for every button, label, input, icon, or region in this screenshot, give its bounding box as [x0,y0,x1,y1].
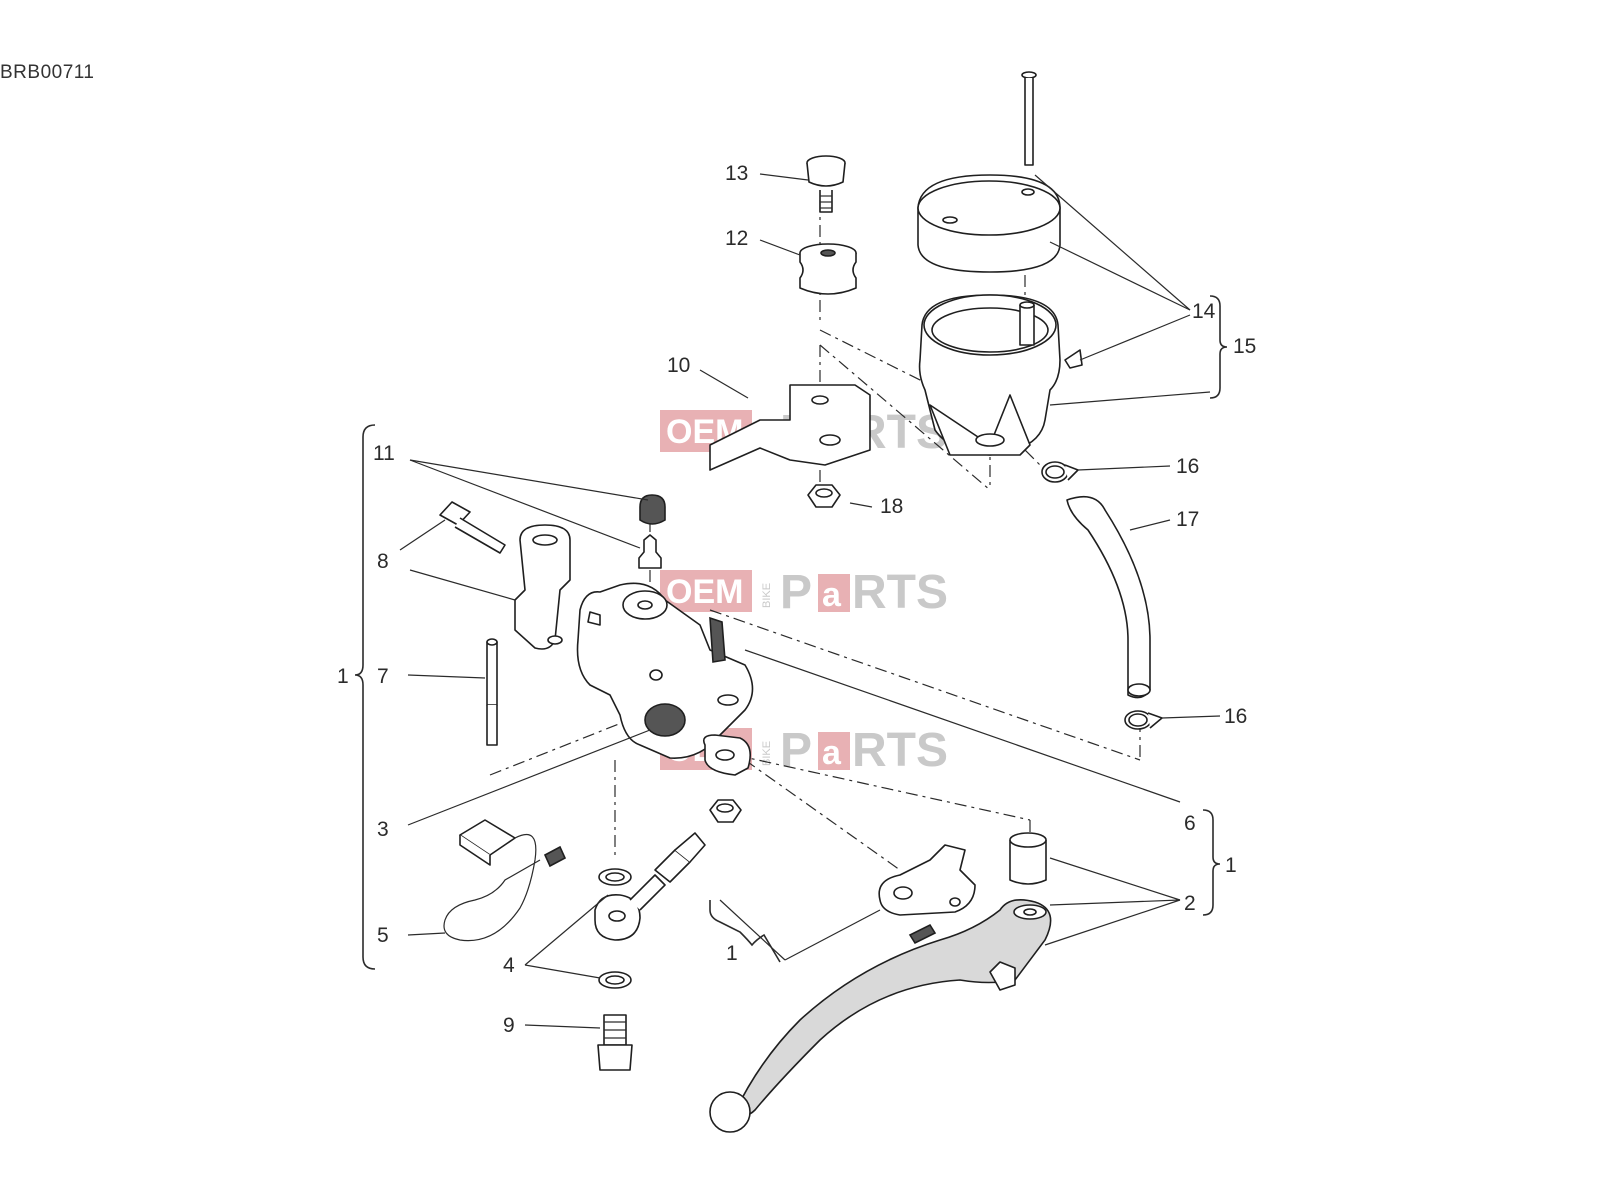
document-code: BRB00711 [0,62,95,83]
brace-15 [1209,295,1228,399]
brake-lever [709,899,1052,1133]
callout-3: 3 [377,818,389,841]
callout-1-lever: 1 [1225,854,1237,877]
spacer-2 [1009,832,1047,885]
brace-assembly-1 [354,424,376,970]
copper-washer-4-top [598,868,632,886]
callout-16-top: 16 [1176,455,1199,478]
callout-7: 7 [377,665,389,688]
callout-2: 2 [1184,892,1196,915]
svg-text:a: a [822,576,842,614]
callout-10: 10 [667,354,690,377]
leader-lines [399,173,1221,1029]
svg-text:RTS: RTS [852,724,948,777]
callout-13: 13 [725,162,748,185]
callout-5: 5 [377,924,389,947]
nut-18 [807,484,841,508]
hose-17 [1066,495,1151,699]
svg-text:BIKE: BIKE [761,741,773,766]
hose-clamp-16-bottom [1124,710,1163,730]
callout-1-adjuster: 1 [726,942,738,965]
svg-text:OEM: OEM [666,573,743,611]
svg-text:BIKE: BIKE [761,583,773,608]
callout-14: 14 [1192,300,1216,323]
callout-4: 4 [503,954,515,977]
grommet-12 [799,243,857,295]
callout-17: 17 [1176,508,1199,531]
callout-11: 11 [373,442,395,465]
hose-clamp-16-top [1041,461,1079,483]
brake-light-switch-5 [443,819,567,942]
callout-18: 18 [880,495,903,518]
lever-adjuster [878,844,976,945]
callout-1-assembly: 1 [337,665,349,688]
svg-text:P: P [780,566,812,619]
long-screw-14 [1021,71,1037,166]
copper-washer-4-bottom [598,971,632,989]
bleed-cap-11 [639,494,666,525]
lever-nut [709,799,742,823]
master-cylinder-body [576,582,754,759]
brace-lever-1 [1202,809,1221,916]
mounting-plate-6 [702,734,751,776]
bleed-valve-11 [638,534,662,569]
banjo-fitting [594,832,706,941]
callout-16-bottom: 16 [1224,705,1247,728]
callout-15: 15 [1233,335,1256,358]
svg-text:a: a [822,734,842,772]
screw-13 [806,155,846,213]
callout-12: 12 [725,227,748,250]
svg-text:P: P [780,724,812,777]
callout-6: 6 [1184,812,1196,835]
handlebar-clamp-8 [514,524,571,650]
bracket-10 [709,384,871,471]
callout-9: 9 [503,1014,515,1037]
brace-adjuster-1 [709,900,781,963]
assembly-axes [489,200,1141,871]
callout-8: 8 [377,550,389,573]
banjo-bolt-9 [597,1014,633,1071]
reservoir-cap [917,174,1061,273]
pivot-pin-7 [486,638,498,746]
fluid-reservoir-15 [918,294,1083,456]
clamp-bolt-8 [439,501,506,554]
svg-text:RTS: RTS [852,566,948,619]
watermark-middle: OEM BIKE P a RTS [660,566,948,619]
